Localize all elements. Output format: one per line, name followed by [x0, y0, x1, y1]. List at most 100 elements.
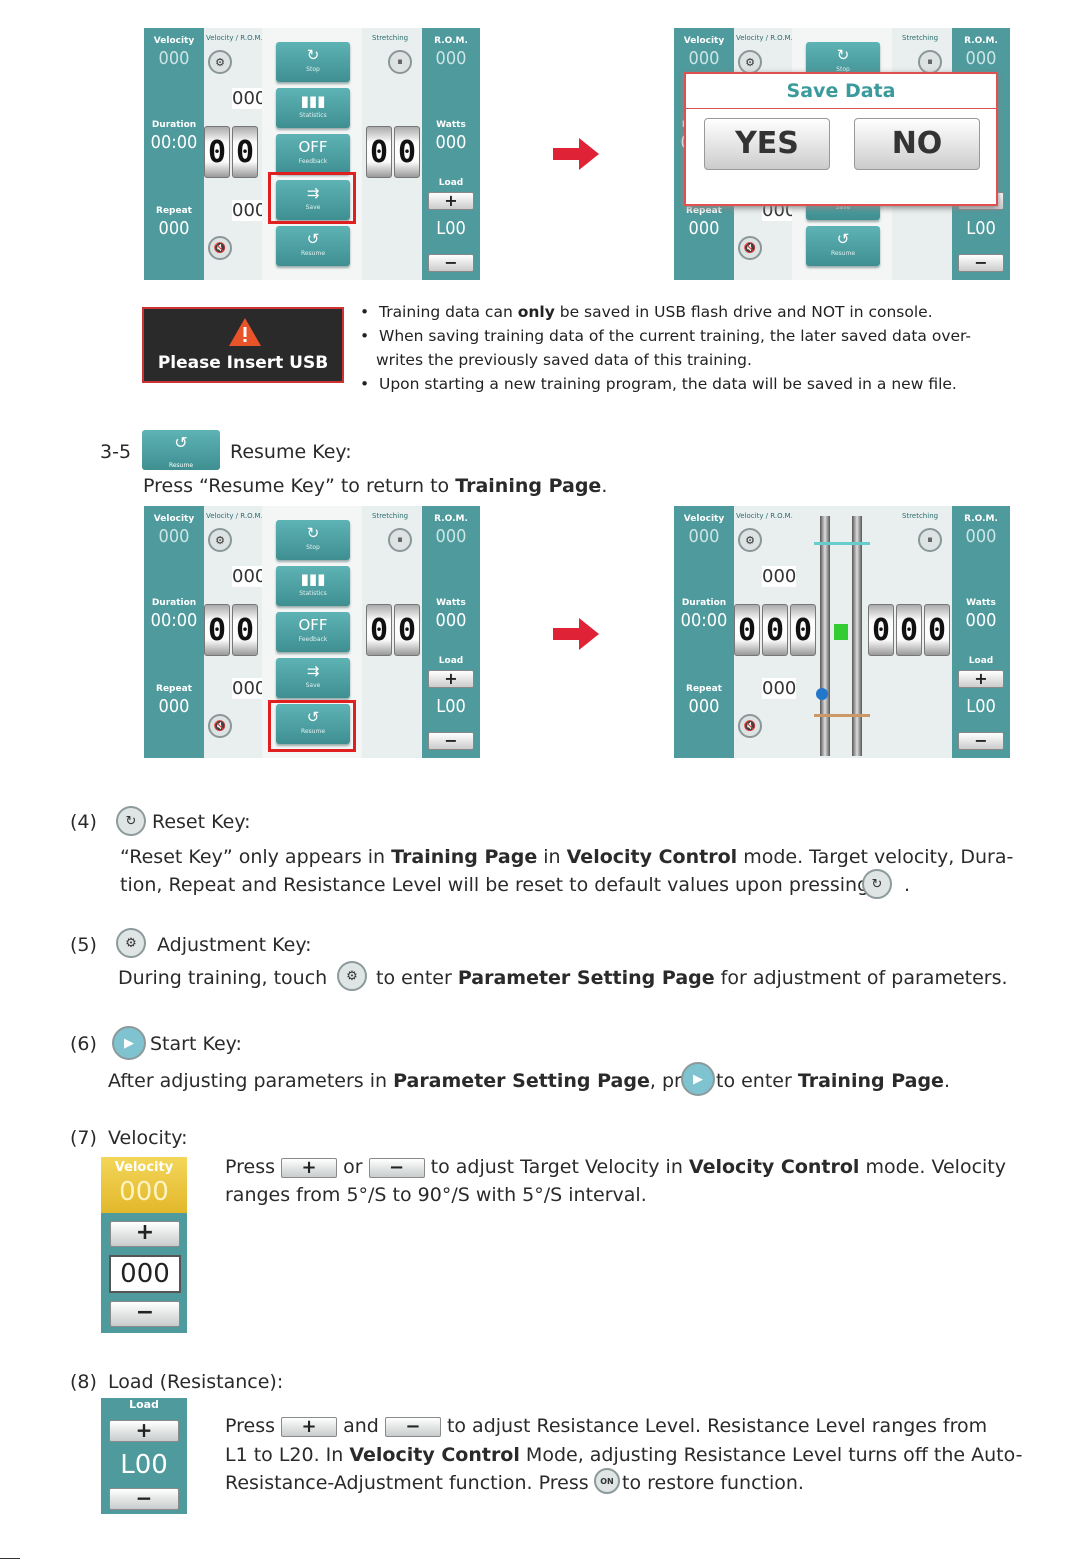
load-plus-button[interactable]: +	[109, 1420, 179, 1442]
section-7-title: Velocity:	[108, 1127, 188, 1149]
rom-value: 000	[435, 48, 467, 69]
velocity-rom-label: Velocity / R.O.M.	[736, 512, 793, 520]
device-screen: Velocity 000 Duration 00:00 Repeat 000 V…	[144, 28, 480, 280]
velocity-plus-button[interactable]: +	[110, 1221, 180, 1247]
velocity-minus-button[interactable]: −	[110, 1301, 180, 1327]
load-plus-button[interactable]: +	[428, 670, 474, 688]
velocity-field[interactable]: 000	[109, 1255, 181, 1293]
pause-icon[interactable]: ⏸	[918, 50, 942, 74]
gear-icon[interactable]: ⚙	[208, 528, 232, 552]
velocity-value: 000	[688, 48, 720, 69]
yes-button[interactable]: YES	[704, 118, 830, 170]
minus-icon: −	[384, 1416, 441, 1437]
watts-value: 000	[965, 610, 997, 631]
repeat-label: Repeat	[686, 684, 722, 694]
stretching-label: Stretching	[902, 512, 939, 520]
highlight-box	[268, 172, 356, 224]
device-screen: Velocity 000 Duration 00:00 Repeat 000 V…	[144, 506, 480, 758]
section-4-period: .	[904, 874, 911, 896]
right-panel: R.O.M. 000 Watts 000 Load + L00 −	[952, 506, 1010, 758]
gear-icon[interactable]: ⚙	[738, 50, 762, 74]
velocity-label: Velocity	[683, 36, 725, 46]
pause-icon[interactable]: ⏸	[918, 528, 942, 552]
watts-label: Watts	[436, 120, 466, 130]
statistics-button[interactable]: ▮▮▮Statistics	[276, 566, 350, 606]
section-8-line2: L1 to L20. In Velocity Control Mode, adj…	[225, 1444, 1023, 1466]
usb-warning-text: Please Insert USB	[157, 353, 329, 373]
pause-icon[interactable]: ⏸	[388, 528, 412, 552]
mute-icon[interactable]: 🔇	[208, 236, 232, 260]
load-label: Load	[438, 178, 464, 188]
load-minus-button[interactable]: −	[428, 254, 474, 272]
arrow-right-icon	[553, 618, 599, 650]
velocity-rom-label: Velocity / R.O.M.	[736, 34, 793, 42]
repeat-value: 000	[688, 218, 720, 239]
load-plus-button[interactable]: +	[428, 192, 474, 210]
velocity-label: Velocity	[153, 514, 195, 524]
watts-value: 000	[435, 610, 467, 631]
left-panel: Velocity 000 Duration 00:00 Repeat 000	[144, 28, 204, 280]
velocity-rom-label: Velocity / R.O.M.	[206, 34, 263, 42]
section-8-title: Load (Resistance):	[108, 1371, 284, 1393]
load-minus-button[interactable]: −	[109, 1488, 179, 1510]
load-minus-button[interactable]: −	[958, 254, 1004, 272]
number-top: 000	[762, 566, 797, 587]
pause-icon[interactable]: ⏸	[388, 50, 412, 74]
warning-icon	[229, 318, 261, 346]
section-7-line2: ranges from 5°/S to 90°/S with 5°/S inte…	[225, 1184, 647, 1206]
stop-button[interactable]: ↻Stop	[276, 520, 350, 560]
velocity-widget-value: 000	[119, 1177, 169, 1207]
repeat-value: 000	[158, 218, 190, 239]
section-5-number: (5)	[70, 934, 97, 956]
stop-button[interactable]: ↻Stop	[276, 42, 350, 82]
section-5-text-b: to enter Parameter Setting Page for adju…	[376, 967, 1008, 989]
gear-icon[interactable]: ⚙	[738, 528, 762, 552]
mute-icon[interactable]: 🔇	[208, 714, 232, 738]
load-minus-button[interactable]: −	[428, 732, 474, 750]
resume-button[interactable]: ↺Resume	[276, 704, 350, 744]
training-rails	[814, 516, 870, 756]
save-button[interactable]: ⇉Save	[276, 180, 350, 220]
note-3: • Upon starting a new training program, …	[360, 375, 957, 393]
page-edge-mark	[0, 1558, 20, 1559]
section-6-number: (6)	[70, 1033, 97, 1055]
load-widget-label: Load	[129, 1398, 159, 1411]
duration-label: Duration	[151, 598, 197, 608]
number-bottom: 000	[762, 678, 797, 699]
load-minus-button[interactable]: −	[958, 732, 1004, 750]
load-plus-button[interactable]: +	[958, 670, 1004, 688]
number-bottom: 000	[232, 200, 267, 221]
stretching-label: Stretching	[902, 34, 939, 42]
gear-icon: ⚙	[116, 928, 146, 958]
section-3-5-number: 3-5	[100, 441, 132, 463]
resume-button[interactable]: ↺Resume	[806, 226, 880, 266]
load-widget-value: L00	[120, 1450, 168, 1480]
duration-label: Duration	[151, 120, 197, 130]
section-6-text-a: After adjusting parameters in Parameter …	[108, 1070, 713, 1092]
save-button[interactable]: ⇉Save	[276, 658, 350, 698]
resume-button[interactable]: ↺Resume	[276, 226, 350, 266]
no-button[interactable]: NO	[854, 118, 980, 170]
plus-icon: +	[281, 1157, 338, 1178]
section-8-line3a: Resistance-Adjustment function. Press	[225, 1472, 589, 1494]
statistics-button[interactable]: ▮▮▮Statistics	[276, 88, 350, 128]
mute-icon[interactable]: 🔇	[738, 236, 762, 260]
load-value: L00	[436, 218, 466, 239]
gear-icon: ⚙	[337, 961, 367, 991]
velocity-value: 000	[688, 526, 720, 547]
watts-label: Watts	[436, 598, 466, 608]
gear-icon[interactable]: ⚙	[208, 50, 232, 74]
load-value: L00	[966, 218, 996, 239]
load-value: L00	[966, 696, 996, 717]
section-7-number: (7)	[70, 1127, 97, 1149]
section-8-line3b: to restore function.	[622, 1472, 804, 1494]
mute-icon[interactable]: 🔇	[738, 714, 762, 738]
section-5-title: Adjustment Key:	[157, 934, 312, 956]
velocity-widget-label: Velocity	[114, 1160, 174, 1175]
velocity-widget: Velocity 000 + 000 −	[101, 1157, 187, 1333]
